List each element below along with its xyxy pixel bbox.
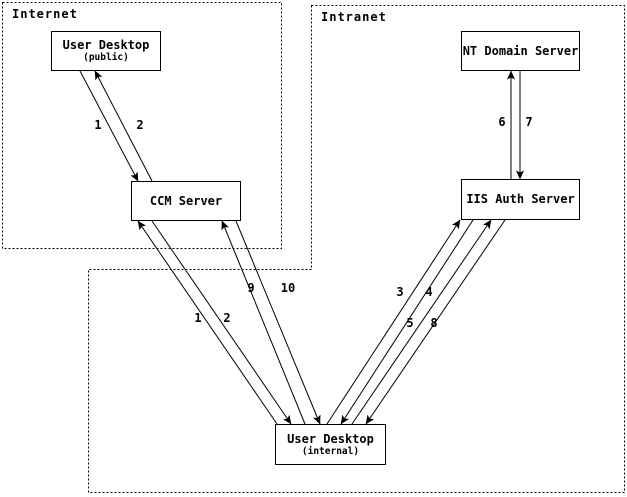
edge-label-nt-to-iis-7: 7 xyxy=(525,115,533,129)
node-title: CCM Server xyxy=(149,193,223,208)
edge-label-internal-to-ccm-9: 9 xyxy=(247,281,255,295)
node-title: User Desktop xyxy=(62,38,150,52)
node-ccm-server: CCM Server xyxy=(131,181,241,221)
edge-internal-desktop-to-iis-5 xyxy=(351,219,492,425)
edge-ccm-to-internal-desktop-2 xyxy=(151,220,292,425)
edge-iis-to-internal-desktop-4 xyxy=(340,219,474,425)
edge-internal-desktop-to-ccm-9 xyxy=(221,220,306,425)
edge-label-ccm-to-internal-10: 10 xyxy=(280,281,296,295)
node-subtitle: (internal) xyxy=(301,445,360,457)
edge-public-desktop-to-ccm xyxy=(79,70,139,182)
node-title: IIS Auth Server xyxy=(466,192,575,206)
internet-zone-border xyxy=(2,2,282,249)
edge-label-internal-to-iis-5: 5 xyxy=(406,316,414,330)
node-user-desktop-public: User Desktop (public) xyxy=(51,31,161,71)
edge-internal-desktop-to-ccm-1 xyxy=(137,220,278,425)
edge-label-iis-to-internal-4: 4 xyxy=(425,285,433,299)
intranet-zone-label: Intranet xyxy=(319,10,389,24)
internet-zone-label: Internet xyxy=(10,7,80,21)
edge-ccm-to-internal-desktop-10 xyxy=(235,220,321,425)
edge-label-internal-to-ccm-1: 1 xyxy=(194,311,202,325)
edge-label-public-to-ccm: 1 xyxy=(94,118,102,132)
edge-iis-to-internal-desktop-8 xyxy=(365,219,506,425)
node-iis-auth-server: IIS Auth Server xyxy=(461,179,580,220)
edge-label-iis-to-nt-6: 6 xyxy=(498,115,506,129)
edge-label-ccm-to-public: 2 xyxy=(136,118,144,132)
node-nt-domain-server: NT Domain Server xyxy=(461,31,580,71)
node-subtitle: (public) xyxy=(83,52,129,63)
edge-ccm-to-public-desktop xyxy=(94,70,153,182)
node-title: NT Domain Server xyxy=(462,43,579,58)
edge-internal-desktop-to-iis-3 xyxy=(326,219,461,425)
intranet-zone-border xyxy=(88,5,625,493)
edge-label-ccm-to-internal-2: 2 xyxy=(223,311,231,325)
node-user-desktop-internal: User Desktop (internal) xyxy=(275,424,386,465)
node-title: User Desktop xyxy=(287,431,374,446)
edge-label-internal-to-iis-3: 3 xyxy=(396,285,404,299)
edge-label-iis-to-internal-8: 8 xyxy=(430,316,438,330)
